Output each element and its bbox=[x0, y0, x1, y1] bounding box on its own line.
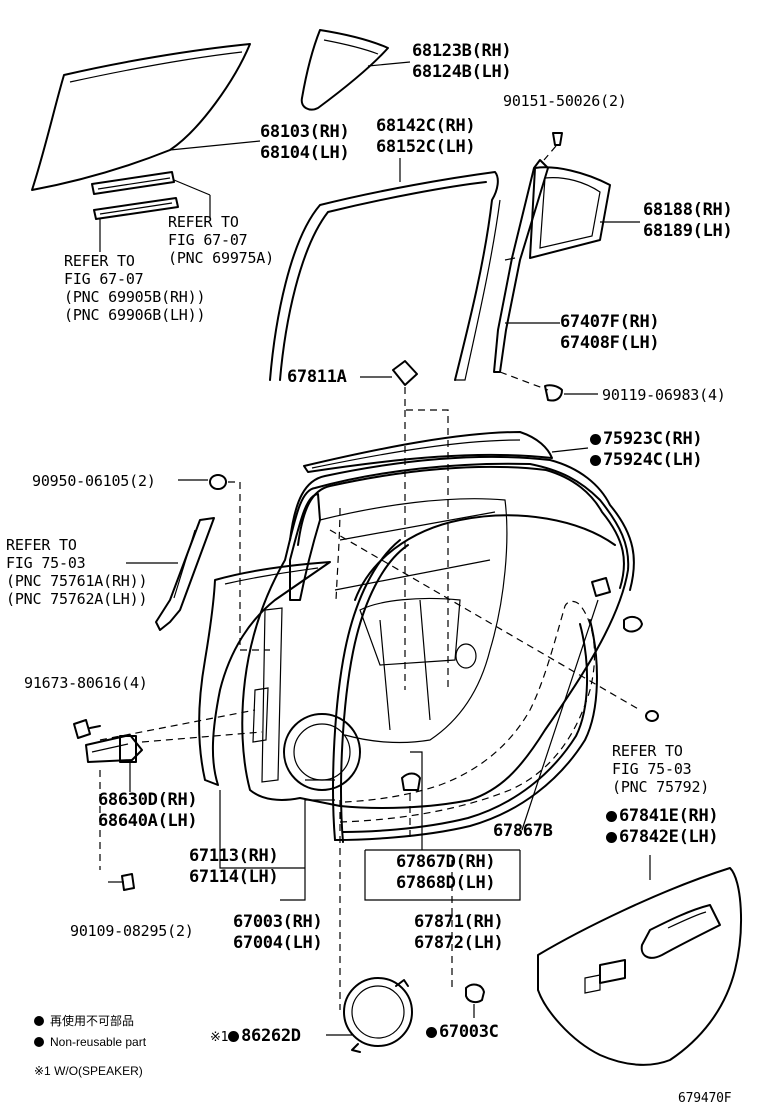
part-label-68630d: 68630D(RH) bbox=[98, 790, 198, 810]
part-label-67114: 67114(LH) bbox=[189, 867, 279, 887]
refer-note-b-line2: FIG 67-07 bbox=[64, 270, 144, 288]
refer-note-c-line2: FIG 75-03 bbox=[6, 554, 86, 572]
part-label-67872: 67872(LH) bbox=[414, 933, 504, 953]
legend-non-reusable: Non-reusable part bbox=[34, 1034, 146, 1050]
channel-strips-drawing bbox=[91, 171, 179, 220]
part-label-68124b: 68124B(LH) bbox=[412, 62, 512, 82]
quarter-glass-drawing bbox=[300, 29, 389, 111]
legend-japanese-text: 再使用不可部品 bbox=[50, 1014, 135, 1028]
refer-note-d-line3: (PNC 75792) bbox=[612, 778, 710, 796]
frame-garnish-drawing bbox=[155, 517, 215, 631]
part-label-67841e-text: 67841E(RH) bbox=[619, 806, 719, 826]
refer-note-d-line2: FIG 75-03 bbox=[612, 760, 692, 778]
part-label-67867b: 67867B bbox=[493, 821, 553, 841]
refer-note-c-line4: (PNC 75762A(LH)) bbox=[6, 590, 148, 608]
non-reusable-marker bbox=[606, 832, 617, 843]
part-label-67841e: 67841E(RH) bbox=[606, 806, 719, 827]
part-label-68188: 68188(RH) bbox=[643, 200, 733, 220]
part-label-67867d: 67867D(RH) bbox=[396, 852, 496, 872]
non-reusable-marker bbox=[590, 434, 601, 445]
legend-speaker-note: ※1 W/O(SPEAKER) bbox=[34, 1064, 143, 1078]
part-label-90151: 90151-50026(2) bbox=[503, 92, 627, 110]
legend-non-reusable-text: Non-reusable part bbox=[50, 1035, 147, 1049]
part-label-67871: 67871(RH) bbox=[414, 912, 504, 932]
part-label-67004: 67004(LH) bbox=[233, 933, 323, 953]
part-label-90109: 90109-08295(2) bbox=[70, 922, 194, 940]
part-label-67811a: 67811A bbox=[287, 367, 347, 387]
non-reusable-marker bbox=[606, 811, 617, 822]
part-label-67842e: 67842E(LH) bbox=[606, 827, 719, 848]
part-label-67003: 67003(RH) bbox=[233, 912, 323, 932]
door-panel-drawing bbox=[241, 462, 630, 809]
part-label-67113: 67113(RH) bbox=[189, 846, 279, 866]
part-label-75923c-text: 75923C(RH) bbox=[603, 429, 703, 449]
refer-note-a-line2: FIG 67-07 bbox=[168, 231, 248, 249]
speaker-bracket-drawing bbox=[343, 977, 413, 1053]
part-label-90119: 90119-06983(4) bbox=[602, 386, 726, 404]
hinge-drawing bbox=[73, 719, 143, 763]
part-label-67868d: 67868D(LH) bbox=[396, 873, 496, 893]
part-label-68152c: 68152C(LH) bbox=[376, 137, 476, 157]
non-reusable-marker bbox=[228, 1031, 240, 1042]
figure-id: 679470F bbox=[678, 1091, 732, 1106]
part-label-67003c-text: 67003C bbox=[439, 1022, 499, 1042]
weatherstrip-drawing bbox=[289, 455, 635, 843]
refer-note-a-line3: (PNC 69975A) bbox=[168, 249, 274, 267]
part-label-68142c: 68142C(RH) bbox=[376, 116, 476, 136]
non-reusable-marker bbox=[426, 1027, 437, 1038]
refer-note-b-line3: (PNC 69905B(RH)) bbox=[64, 288, 206, 306]
speaker-note-marker: ※1 bbox=[210, 1030, 229, 1045]
part-label-86262d: ※1 86262D bbox=[210, 1026, 301, 1048]
non-reusable-marker bbox=[590, 455, 601, 466]
part-label-75924c: 75924C(LH) bbox=[590, 450, 703, 471]
refer-note-a-line1: REFER TO bbox=[168, 213, 239, 231]
part-label-67842e-text: 67842E(LH) bbox=[619, 827, 719, 847]
belt-moulding-drawing bbox=[303, 431, 553, 473]
refer-note-c-line1: REFER TO bbox=[6, 536, 77, 554]
door-glass-drawing bbox=[31, 43, 251, 191]
part-label-86262d-text: 86262D bbox=[241, 1026, 301, 1046]
part-label-67003c: 67003C bbox=[426, 1022, 499, 1043]
refer-note-b-line4: (PNC 69906B(LH)) bbox=[64, 306, 206, 324]
part-label-68123b: 68123B(RH) bbox=[412, 41, 512, 61]
part-label-67407f: 67407F(RH) bbox=[560, 312, 660, 332]
part-label-90950: 90950-06105(2) bbox=[32, 472, 156, 490]
part-label-67408f: 67408F(LH) bbox=[560, 333, 660, 353]
legend-dot-icon bbox=[34, 1037, 44, 1047]
trim-board-drawing bbox=[537, 867, 742, 1066]
refer-note-c-line3: (PNC 75761A(RH)) bbox=[6, 572, 148, 590]
part-label-91673: 91673-80616(4) bbox=[24, 674, 148, 692]
refer-note-b-line1: REFER TO bbox=[64, 252, 135, 270]
run-channel-drawing bbox=[269, 171, 501, 381]
part-label-75923c: 75923C(RH) bbox=[590, 429, 703, 450]
legend-dot-icon bbox=[34, 1016, 44, 1026]
part-label-68103: 68103(RH) bbox=[260, 122, 350, 142]
part-label-68104: 68104(LH) bbox=[260, 143, 350, 163]
part-label-68189: 68189(LH) bbox=[643, 221, 733, 241]
part-label-68640a: 68640A(LH) bbox=[98, 811, 198, 831]
refer-note-d-line1: REFER TO bbox=[612, 742, 683, 760]
legend-japanese: 再使用不可部品 bbox=[34, 1013, 134, 1029]
part-label-75924c-text: 75924C(LH) bbox=[603, 450, 703, 470]
